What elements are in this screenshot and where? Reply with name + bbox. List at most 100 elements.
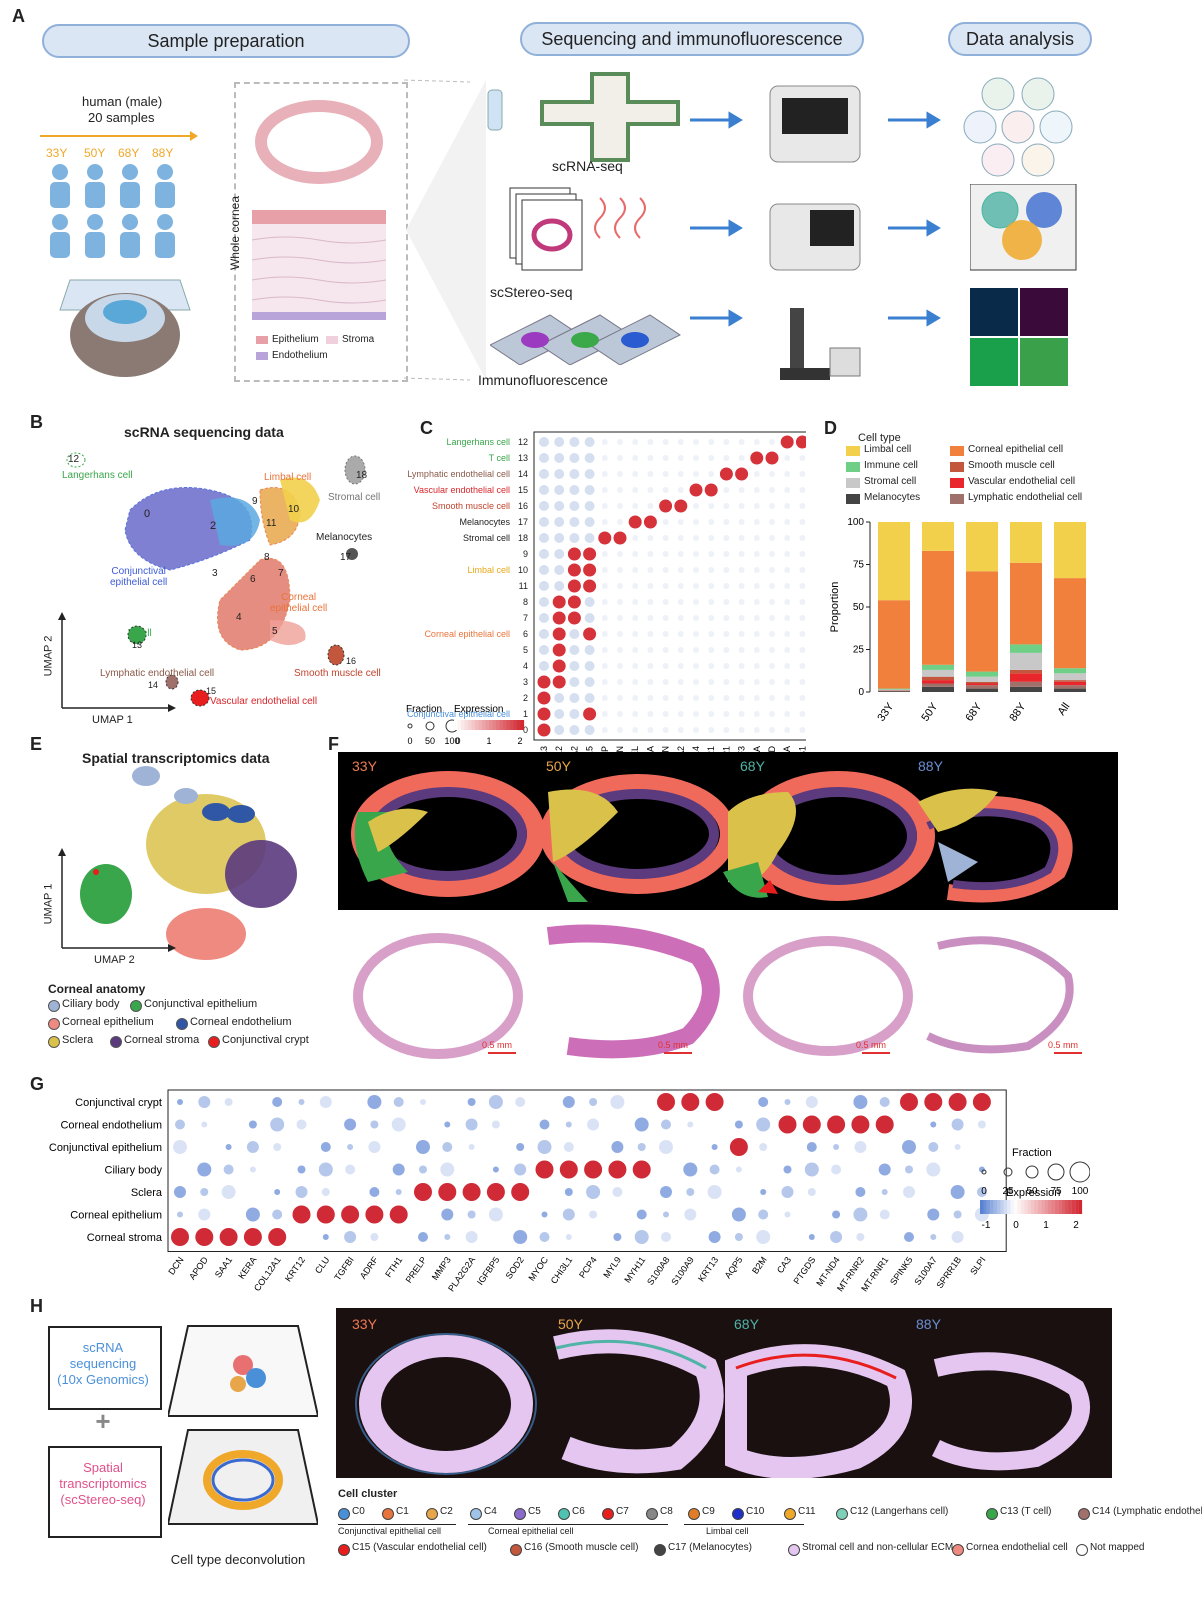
c-row-number: 3 <box>523 677 528 687</box>
g-expression-bar <box>1037 1200 1042 1214</box>
h-scrna-line2: sequencing <box>69 1356 137 1371</box>
c-dot <box>662 439 669 445</box>
g-dot <box>684 1208 697 1221</box>
microscope-icon <box>780 308 861 380</box>
g-dot <box>805 1096 818 1108</box>
h-legend-label: C10 <box>746 1506 765 1517</box>
g-dot <box>222 1118 235 1131</box>
h-legend-label: Not mapped <box>1090 1542 1145 1553</box>
g-expression-bar <box>1068 1200 1072 1214</box>
g-dot <box>782 1232 793 1242</box>
g-dot <box>661 1232 671 1242</box>
g-dot <box>783 1165 792 1174</box>
g-expression-bar <box>1027 1200 1032 1214</box>
c-dot <box>569 709 580 719</box>
g-gene-label: KERA <box>236 1255 258 1281</box>
h-legend-label: C7 <box>616 1506 629 1517</box>
c-dot <box>601 711 608 717</box>
h-legend-dot <box>382 1508 394 1520</box>
panel-label-c: C <box>420 418 433 438</box>
g-dot <box>564 1188 573 1196</box>
g-dot <box>731 1207 746 1222</box>
c-dot <box>617 679 623 685</box>
g-dot <box>757 1163 770 1176</box>
b-limbal-label: Limbal cell <box>264 472 312 483</box>
g-dot <box>365 1205 384 1224</box>
c-dot <box>723 567 730 573</box>
g-fraction-dot <box>1047 1163 1065 1181</box>
g-fraction-dot <box>1069 1161 1090 1183</box>
c-dot <box>719 467 733 481</box>
b-title: scRNA sequencing data <box>124 424 284 440</box>
f-scale-bar <box>488 1052 516 1054</box>
c-dot <box>689 483 703 497</box>
c-dot <box>617 471 623 477</box>
c-row-number: 18 <box>518 533 528 543</box>
h-legend-label: C15 (Vascular endothelial cell) <box>352 1542 487 1553</box>
c-dot <box>708 583 715 589</box>
h-legend-dot <box>514 1508 526 1520</box>
c-dot <box>569 437 580 447</box>
c-dot <box>554 565 565 575</box>
d-bar-segment <box>966 683 998 686</box>
c-dot <box>769 663 775 669</box>
g-dot <box>853 1095 868 1109</box>
d-bar-segment <box>922 664 954 670</box>
c-dot <box>647 695 654 701</box>
sequencing-pill: Sequencing and immunofluorescence <box>520 22 864 56</box>
c-dot <box>723 455 730 461</box>
c-dot <box>567 563 581 577</box>
c-dot <box>784 487 791 493</box>
c-dot <box>632 503 639 509</box>
g-dot <box>513 1230 528 1244</box>
g-dot <box>442 1142 453 1152</box>
d-bar-segment <box>922 522 954 551</box>
b-melanocytes-label: Melanocytes <box>316 532 373 543</box>
g-expression-bar <box>1078 1200 1083 1214</box>
b-cluster-16: 16 <box>346 656 357 666</box>
c-dot <box>601 599 608 605</box>
c-dot <box>662 567 669 573</box>
g-expression-bar <box>1058 1200 1062 1214</box>
c-dot <box>601 471 608 477</box>
g-gene-label: MYL9 <box>601 1255 623 1280</box>
g-dot <box>341 1205 360 1224</box>
c-dot <box>708 519 715 525</box>
g-fraction-dot <box>1025 1165 1039 1179</box>
g-dot <box>201 1121 208 1128</box>
e-legend-label: Corneal endothelium <box>190 1016 292 1028</box>
b-cluster-0: 0 <box>144 508 151 520</box>
c-dot <box>584 453 595 463</box>
g-row-label: Conjunctival epithelium <box>49 1142 162 1154</box>
d-bar-segment <box>878 691 910 692</box>
panel-label-h: H <box>30 1296 43 1316</box>
d-legend-label: Stromal cell <box>864 476 917 487</box>
c-dot <box>799 487 806 493</box>
c-dot <box>784 711 791 717</box>
c-dot <box>539 437 549 447</box>
e-legend-dot <box>48 1000 60 1012</box>
g-dot <box>608 1160 627 1179</box>
c-dot <box>799 471 806 477</box>
c-expression-bar <box>457 720 462 730</box>
c-dot <box>659 499 673 513</box>
scstereo-seq-label: scStereo-seq <box>490 284 573 300</box>
h-legend-dot <box>688 1508 700 1520</box>
c-dot <box>617 663 623 669</box>
c-dot <box>704 483 718 497</box>
c-dot <box>632 439 639 445</box>
h-age-label: 68Y <box>734 1316 759 1332</box>
c-dot <box>539 613 549 623</box>
c-dot <box>769 711 775 717</box>
d-legend-title: Cell type <box>858 432 901 444</box>
h-legend-label: C17 (Melanocytes) <box>668 1542 752 1553</box>
g-dot <box>173 1140 187 1154</box>
g-dot <box>538 1186 551 1198</box>
g-dot <box>611 1141 624 1153</box>
c-dot <box>617 487 623 493</box>
g-dot <box>420 1099 426 1105</box>
c-dot <box>708 503 715 509</box>
h-scrna-box <box>48 1326 162 1410</box>
g-dot <box>926 1162 941 1177</box>
g-gene-label: CHI3L1 <box>549 1255 575 1286</box>
